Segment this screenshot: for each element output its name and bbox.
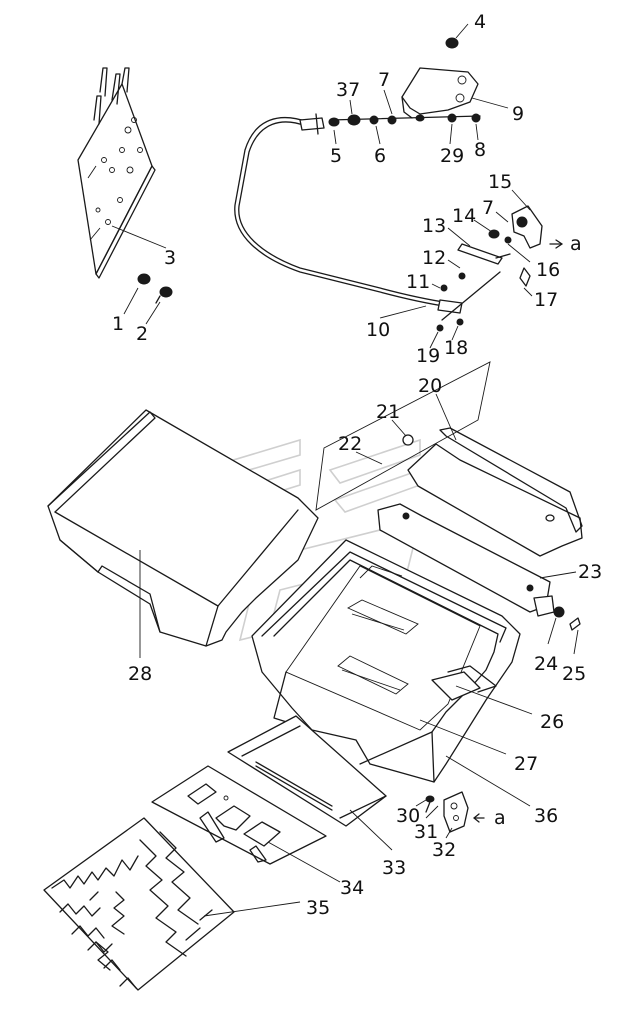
leader-2 bbox=[145, 301, 161, 325]
leader-25 bbox=[573, 629, 579, 655]
release-lever-assembly bbox=[436, 205, 563, 332]
callout-26: 26 bbox=[540, 711, 564, 733]
callout-4: 4 bbox=[474, 11, 486, 33]
callout-9: 9 bbox=[512, 103, 524, 125]
callout-labels: 4 37 7 9 5 6 29 8 3 15 14 7 13 a 12 16 1… bbox=[112, 11, 602, 919]
pad-part-34 bbox=[151, 765, 327, 865]
leader-18 bbox=[451, 325, 459, 341]
callout-14: 14 bbox=[452, 205, 476, 227]
hinge-bracket-part-9 bbox=[401, 67, 479, 119]
callout-5: 5 bbox=[330, 145, 342, 167]
leader-27 bbox=[419, 719, 507, 755]
callout-34: 34 bbox=[340, 877, 364, 899]
callout-8: 8 bbox=[474, 139, 486, 161]
callout-6: 6 bbox=[374, 145, 386, 167]
leader-32 bbox=[445, 827, 453, 839]
leader-26 bbox=[455, 685, 533, 715]
leader-3 bbox=[111, 225, 167, 249]
callout-25: 25 bbox=[562, 663, 586, 685]
shaft-parts-5-6-29-8 bbox=[328, 113, 481, 127]
leader-24 bbox=[547, 617, 557, 645]
heating-element-part-35 bbox=[43, 817, 235, 991]
nut-part-4 bbox=[445, 37, 459, 49]
side-panel-assembly bbox=[315, 361, 583, 631]
leader-14 bbox=[473, 219, 493, 233]
callout-30: 30 bbox=[396, 805, 420, 827]
leader-11 bbox=[431, 283, 441, 289]
callout-a-top: a bbox=[570, 233, 582, 255]
leader-1 bbox=[123, 287, 139, 315]
callout-36: 36 bbox=[534, 805, 558, 827]
callout-10: 10 bbox=[366, 319, 390, 341]
leader-7b bbox=[495, 211, 509, 223]
callout-11: 11 bbox=[406, 271, 430, 293]
leader-4 bbox=[455, 23, 469, 39]
leader-29 bbox=[449, 123, 453, 145]
leader-36 bbox=[445, 755, 531, 807]
callout-17: 17 bbox=[534, 289, 558, 311]
callout-23: 23 bbox=[578, 561, 602, 583]
callout-2: 2 bbox=[136, 323, 148, 345]
leader-31 bbox=[425, 805, 439, 819]
callout-33: 33 bbox=[382, 857, 406, 879]
callout-16: 16 bbox=[536, 259, 560, 281]
leader-35 bbox=[203, 901, 301, 917]
callout-29: 29 bbox=[440, 145, 464, 167]
callout-21: 21 bbox=[376, 401, 400, 423]
callout-35: 35 bbox=[306, 897, 330, 919]
leader-16 bbox=[507, 243, 531, 263]
callout-24: 24 bbox=[534, 653, 558, 675]
leader-12 bbox=[447, 259, 461, 269]
callout-37: 37 bbox=[336, 79, 360, 101]
callout-1: 1 bbox=[112, 313, 124, 335]
leader-23 bbox=[539, 571, 577, 579]
leader-37 bbox=[349, 99, 353, 115]
leader-9 bbox=[471, 97, 509, 109]
backrest-frame-plate bbox=[77, 67, 156, 279]
leader-34 bbox=[267, 841, 341, 883]
callout-12: 12 bbox=[422, 247, 446, 269]
callout-13: 13 bbox=[422, 215, 446, 237]
leader-17 bbox=[523, 287, 533, 297]
release-cable-part-10 bbox=[234, 113, 463, 314]
callout-7: 7 bbox=[378, 69, 390, 91]
callout-15: 15 bbox=[488, 171, 512, 193]
bolt-part-2 bbox=[155, 286, 173, 304]
leader-5 bbox=[333, 129, 337, 145]
bolt-part-1 bbox=[137, 273, 151, 285]
callout-18: 18 bbox=[444, 337, 468, 359]
leader-7a bbox=[383, 89, 393, 115]
leader-21 bbox=[391, 419, 407, 437]
callout-7: 7 bbox=[482, 197, 494, 219]
leader-10 bbox=[379, 305, 427, 319]
callout-27: 27 bbox=[514, 753, 538, 775]
leader-6 bbox=[375, 125, 381, 145]
callout-a-bottom: a bbox=[494, 807, 506, 829]
callout-31: 31 bbox=[414, 821, 438, 843]
pad-part-33 bbox=[227, 715, 387, 827]
callout-3: 3 bbox=[164, 247, 176, 269]
leader-15 bbox=[511, 189, 531, 211]
callout-28: 28 bbox=[128, 663, 152, 685]
leader-19 bbox=[429, 331, 439, 349]
leader-8 bbox=[475, 123, 479, 141]
leader-22 bbox=[355, 451, 383, 465]
callout-22: 22 bbox=[338, 433, 362, 455]
backrest-cushion-part-28 bbox=[47, 409, 319, 647]
leader-13 bbox=[447, 227, 471, 247]
leader-30 bbox=[415, 799, 427, 807]
leader-33 bbox=[349, 809, 393, 851]
callout-20: 20 bbox=[418, 375, 442, 397]
callout-32: 32 bbox=[432, 839, 456, 861]
leader-20 bbox=[435, 393, 457, 441]
bottom-bracket-parts-30-32 bbox=[425, 791, 485, 833]
callout-19: 19 bbox=[416, 345, 440, 367]
